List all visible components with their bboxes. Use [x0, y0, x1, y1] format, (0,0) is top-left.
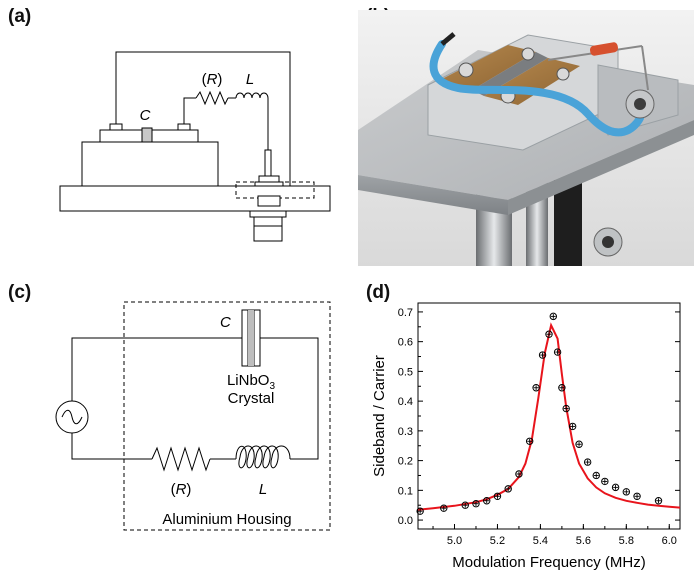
data-point — [583, 458, 592, 466]
label-c-crystal-line2: Crystal — [228, 390, 275, 407]
data-point — [611, 483, 620, 492]
data-point — [416, 507, 424, 515]
label-a-capacitor: C — [140, 107, 151, 124]
data-point — [575, 440, 583, 448]
x-tick-label: 5.2 — [490, 535, 505, 547]
label-c-resistor: (R) — [171, 481, 192, 498]
data-point — [601, 477, 609, 486]
label-c-inductor: L — [259, 481, 267, 498]
data-point — [532, 384, 540, 392]
y-tick-label: 0.2 — [398, 456, 413, 468]
brass-electrode-left — [440, 45, 536, 90]
data-point — [472, 500, 480, 508]
resistor-component — [589, 42, 619, 56]
x-tick-label: 5.6 — [576, 535, 591, 547]
label-c-crystal-line1: LiNbO3 — [227, 372, 276, 392]
crystal-block — [81, 141, 219, 187]
data-point — [568, 422, 577, 431]
y-tick-label: 0.3 — [398, 426, 413, 438]
aluminium-housing-box — [123, 301, 331, 531]
x-tick-label: 5.4 — [533, 535, 548, 547]
x-tick-label: 5.0 — [447, 535, 462, 547]
panel-b-photo — [358, 10, 694, 266]
data-point — [545, 330, 553, 338]
data-point — [493, 492, 502, 500]
connector-pin — [264, 149, 272, 179]
panel-label-a: (a) — [8, 6, 32, 27]
y-tick-label: 0.7 — [398, 307, 413, 319]
electrode-plate-left — [99, 129, 143, 143]
data-point — [553, 348, 562, 356]
y-tick-label: 0.4 — [398, 396, 413, 408]
screw — [458, 62, 474, 78]
panel-a-schematic: C (R) L — [59, 51, 331, 242]
inductor-symbol — [235, 445, 291, 469]
screw-left — [109, 123, 123, 131]
rl-wire-left — [183, 97, 196, 124]
resistor-symbol — [151, 446, 211, 472]
base-plate — [59, 185, 331, 212]
support-post-right — [554, 180, 582, 266]
data-point — [592, 471, 600, 480]
data-point — [461, 501, 469, 509]
data-point — [525, 437, 534, 445]
x-tick-label: 5.8 — [619, 535, 634, 547]
panel-d-chart: 5.0 5.2 5.4 5.6 5.8 6.0 0.0 0.1 0.2 0.3 0.4 0.5 0.6 0… — [371, 302, 681, 571]
blue-cable — [429, 40, 644, 137]
electrode-plate-right — [151, 129, 199, 143]
y-tick-label: 0.6 — [398, 337, 413, 349]
data-point — [515, 470, 523, 478]
data-point — [483, 497, 491, 505]
label-a-inductor: L — [246, 71, 254, 88]
data-point — [562, 404, 570, 413]
data-point — [549, 312, 557, 321]
fit-curve — [417, 322, 681, 511]
data-point — [654, 497, 663, 505]
bottom-wire — [71, 433, 152, 460]
label-c-housing: Aluminium Housing — [162, 511, 291, 528]
y-tick-label: 0.1 — [398, 485, 413, 497]
screw-right — [177, 123, 191, 131]
y-tick-label: 0.0 — [398, 515, 413, 527]
label-a-resistor: (R) — [202, 71, 223, 88]
data-point — [538, 351, 547, 359]
label-c-capacitor: C — [220, 314, 231, 331]
data-point — [622, 488, 631, 496]
panel-label-c: (c) — [8, 282, 32, 303]
x-tick-label: 6.0 — [662, 535, 677, 547]
y-axis-label: Sideband / Carrier — [371, 355, 388, 477]
panel-label-d: (d) — [366, 282, 391, 303]
x-axis-label: Modulation Frequency (MHz) — [452, 554, 645, 571]
panel-c-circuit: C LiNbO3 Crystal (R) L Aluminium Housing — [55, 301, 331, 531]
inductor-coils — [235, 92, 269, 99]
crystal-element — [141, 127, 153, 143]
resistor-zigzag — [195, 90, 229, 106]
outer-wire — [115, 51, 291, 186]
data-point — [504, 485, 512, 493]
top-wire — [71, 337, 242, 401]
bnc-connector — [257, 195, 281, 207]
data-point — [633, 492, 641, 500]
data-point — [558, 384, 566, 392]
data-point — [440, 504, 448, 512]
y-tick-label: 0.5 — [398, 366, 413, 378]
